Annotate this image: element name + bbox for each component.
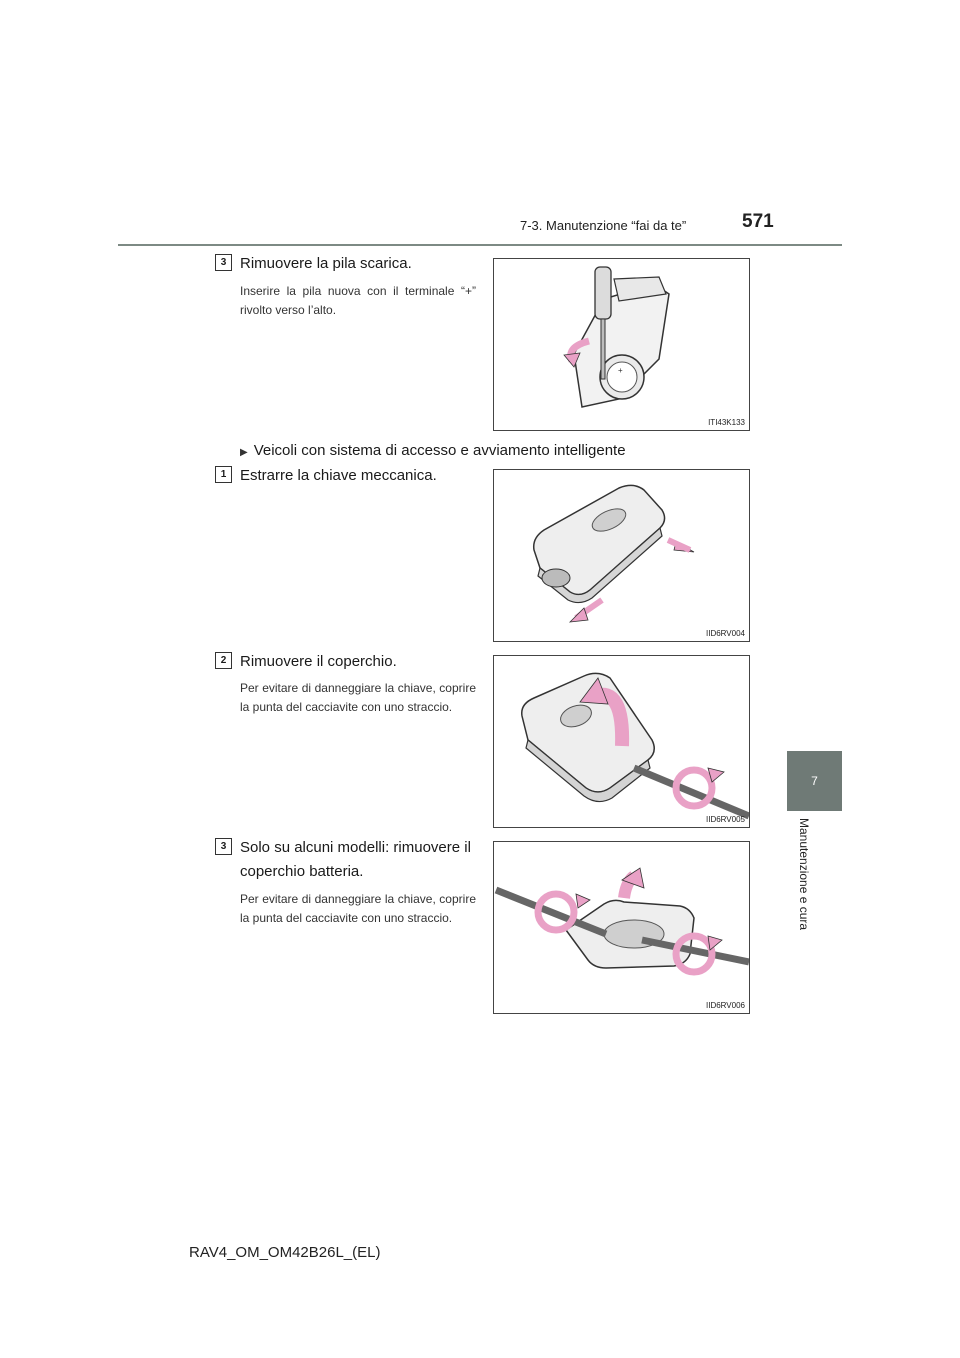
remove-battery-cover-illustration [494,867,749,976]
step-note: Per evitare di danneggiare la chiave, co… [240,892,476,925]
step-title: Rimuovere la pila scarica. [240,255,412,272]
step-badge: 3 [215,838,232,855]
step-note: Inserire la pila nuova con il terminale … [240,284,476,317]
figure-code: IID6RV006 [706,1001,745,1010]
subsection-label: Veicoli con sistema di accesso e avviame… [253,442,626,459]
remove-cover-illustration [521,672,749,820]
chapter-title: Manutenzione e cura [797,818,811,931]
step-title: Estrarre la chiave meccanica. [240,467,437,484]
smart-key-extract-illustration [532,484,695,623]
chapter-side-label: Manutenzione e cura [795,818,811,946]
figure-remove-battery-cover: IID6RV006 [493,841,750,1014]
chapter-tab: 7 [787,751,842,811]
figure-remove-cover: IID6RV005 [493,655,750,828]
step-badge: 1 [215,466,232,483]
document-code: RAV4_OM_OM42B26L_(EL) [189,1244,381,1261]
triangle-bullet-icon: ▶ [240,447,248,458]
page-number: 571 [742,211,774,232]
svg-text:+: + [618,366,623,375]
figure-code: IID6RV005 [706,815,745,824]
figure-code: IID6RV004 [706,629,745,638]
subsection-heading: ▶ Veicoli con sistema di accesso e avviam… [240,442,626,459]
figure-code: ITI43K133 [708,418,745,427]
step-badge: 3 [215,254,232,271]
chapter-number: 7 [811,774,818,788]
step-badge: 2 [215,652,232,669]
header-divider [118,244,842,246]
figure-extract-key: IID6RV004 [493,469,750,642]
section-title: 7-3. Manutenzione “fai da te” [520,218,687,233]
figure-remove-battery: + ITI43K133 [493,258,750,431]
step-note: Per evitare di danneggiare la chiave, co… [240,681,476,714]
step-title: Solo su alcuni modelli: rimuovere il cop… [240,839,471,880]
screwdriver-battery-illustration: + [563,266,670,408]
step-title: Rimuovere il coperchio. [240,653,397,670]
